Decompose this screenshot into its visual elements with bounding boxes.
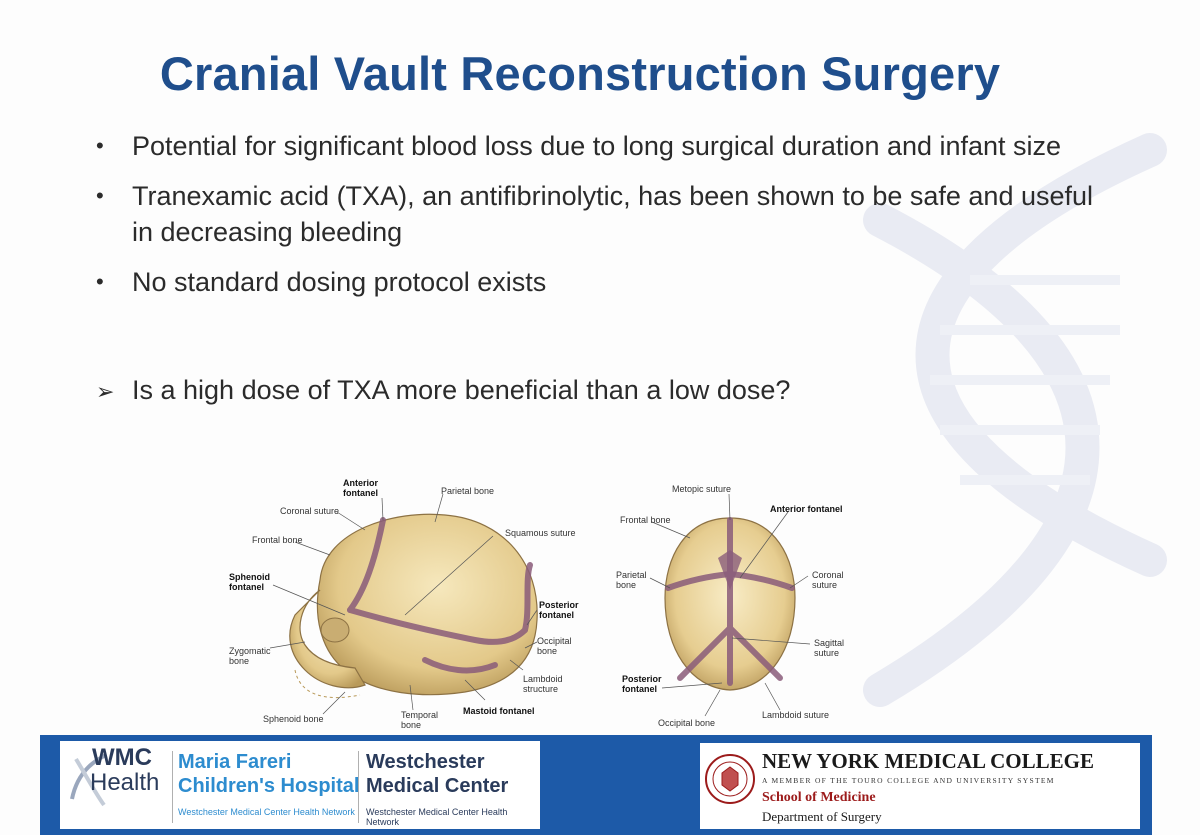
bullet-item: • Tranexamic acid (TXA), an antifibrinol… xyxy=(96,178,1106,250)
westchester-network: Westchester Medical Center Health Networ… xyxy=(366,807,508,827)
arrow-bullet-icon: ➢ xyxy=(96,379,115,404)
nymc-school: School of Medicine xyxy=(762,790,876,805)
nymc-member-line: A MEMBER OF THE TOURO COLLEGE AND UNIVER… xyxy=(762,776,1055,785)
label-metopic-suture: Metopic suture xyxy=(672,484,732,494)
divider xyxy=(358,751,359,823)
question-text: Is a high dose of TXA more beneficial th… xyxy=(132,375,791,405)
bullet-icon: • xyxy=(96,183,104,208)
label-parietal-bone: Parietal bone xyxy=(441,486,495,496)
label-anterior-fontanel: Anterior fontanel xyxy=(770,504,843,514)
slide-title: Cranial Vault Reconstruction Surgery xyxy=(159,47,1001,100)
wmc-logo-panel: WMC Health Maria Fareri Children's Hospi… xyxy=(60,741,540,829)
medical-center-name: Medical Center xyxy=(366,775,509,797)
bullet-item: • Potential for significant blood loss d… xyxy=(96,128,1106,164)
superior-skull-illustration xyxy=(649,493,811,717)
nymc-logo-panel: NEW YORK MEDICAL COLLEGE A MEMBER OF THE… xyxy=(700,743,1140,829)
label-frontal-bone: Frontal bone xyxy=(620,515,671,525)
divider xyxy=(172,751,173,823)
label-coronal-suture: Coronal suture xyxy=(280,506,340,516)
wmc-swirl-logo-icon xyxy=(70,753,107,807)
nymc-seal-icon xyxy=(705,754,755,804)
maria-fareri-network: Westchester Medical Center Health Networ… xyxy=(178,807,355,817)
superior-skull-figure: Metopic suture Anterior fontanel Frontal… xyxy=(610,478,860,730)
dna-watermark-icon xyxy=(863,133,1167,707)
label-lambdoid-suture: Lambdoid suture xyxy=(762,710,830,720)
bullet-list: • Potential for significant blood loss d… xyxy=(96,128,1106,314)
bullet-text: Potential for significant blood loss due… xyxy=(132,131,1062,161)
wmc-logo-text: WMC xyxy=(92,744,152,771)
label-occipital-bone: Occipital bone xyxy=(658,718,716,728)
bullet-text: No standard dosing protocol exists xyxy=(132,267,547,297)
label-squamous-suture: Squamous suture xyxy=(505,528,576,538)
bullet-icon: • xyxy=(96,269,104,294)
maria-fareri-name: Maria Fareri xyxy=(178,751,292,773)
bullet-item: • No standard dosing protocol exists xyxy=(96,264,1106,300)
lateral-skull-illustration xyxy=(269,493,538,715)
label-sphenoid-bone: Sphenoid bone xyxy=(263,714,324,724)
label-mastoid-fontanel: Mastoid fontanel xyxy=(463,706,535,716)
health-logo-text: Health xyxy=(90,769,160,796)
childrens-hospital-name: Children's Hospital xyxy=(178,775,360,797)
westchester-name: Westchester xyxy=(366,751,485,773)
nymc-title: NEW YORK MEDICAL COLLEGE xyxy=(762,749,1094,773)
nymc-department: Department of Surgery xyxy=(762,809,882,824)
bullet-text: Tranexamic acid (TXA), an antifibrinolyt… xyxy=(132,181,1094,247)
bullet-icon: • xyxy=(96,133,104,158)
footer-band: WMC Health Maria Fareri Children's Hospi… xyxy=(40,735,1152,835)
label-frontal-bone: Frontal bone xyxy=(252,535,303,545)
research-question: ➢ Is a high dose of TXA more beneficial t… xyxy=(96,372,790,410)
